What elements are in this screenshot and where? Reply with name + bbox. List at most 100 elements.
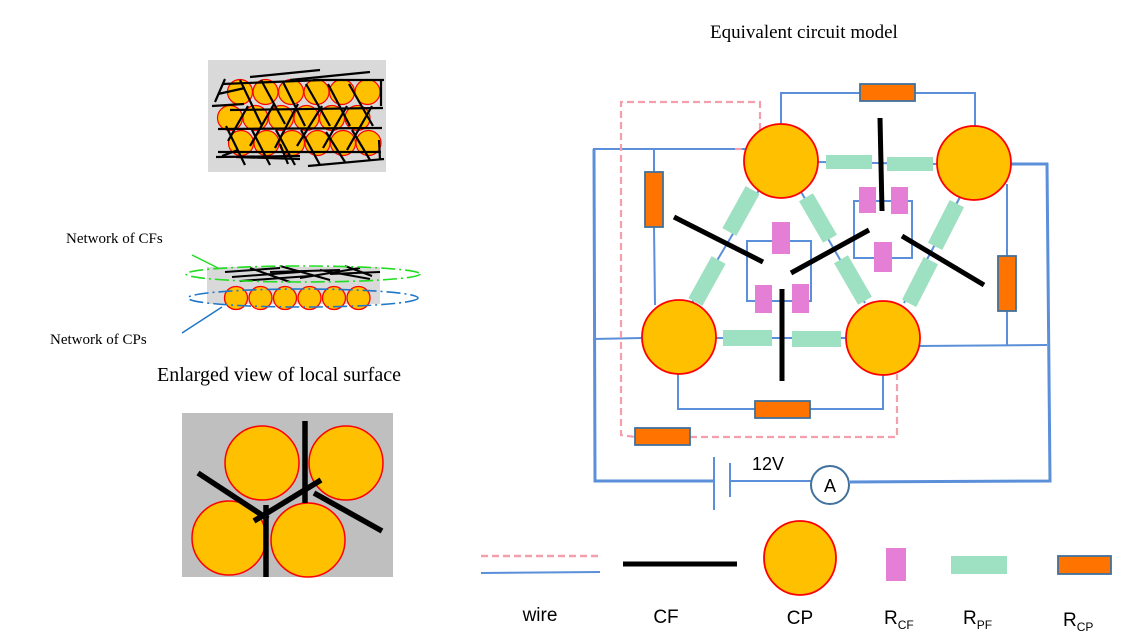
dashed-wire bbox=[619, 100, 762, 439]
cp-network-outline bbox=[187, 288, 419, 308]
rcf-resistor bbox=[874, 242, 892, 272]
legend-cp-icon bbox=[763, 520, 837, 596]
sample-fiber bbox=[348, 83, 374, 127]
enlarged-particle bbox=[308, 425, 384, 501]
wire bbox=[592, 148, 714, 483]
rcp-resistors bbox=[634, 83, 1017, 446]
rpf-resistor bbox=[688, 256, 726, 306]
voltage-label: 12V bbox=[752, 454, 784, 474]
rpf-resistor bbox=[799, 193, 837, 243]
cp-particle bbox=[641, 299, 717, 375]
rcp-resistor bbox=[634, 427, 691, 446]
enlarged-particle bbox=[224, 425, 300, 501]
sample-fiber bbox=[221, 78, 323, 86]
rcp-resistor bbox=[997, 255, 1017, 312]
circuit-title: Equivalent circuit model bbox=[710, 22, 898, 43]
rcp-resistor bbox=[859, 83, 916, 102]
sample-fiber bbox=[296, 105, 323, 147]
layer-fiber bbox=[239, 275, 311, 282]
layer-fiber bbox=[269, 269, 341, 273]
sample-fiber bbox=[351, 129, 371, 161]
sample-fiber bbox=[213, 78, 227, 103]
cf-network-pointer bbox=[191, 254, 219, 269]
sample-fiber bbox=[229, 106, 384, 112]
sample-fiber bbox=[211, 102, 245, 108]
layer-particle bbox=[297, 285, 322, 311]
rpf-resistor bbox=[722, 186, 760, 236]
sample-fiber bbox=[322, 105, 348, 149]
layer-particle bbox=[321, 285, 347, 311]
sample-fiber bbox=[225, 125, 246, 166]
wire bbox=[917, 344, 1048, 347]
layer-particle bbox=[223, 285, 249, 311]
legend-label-rcp: RCP bbox=[1063, 610, 1093, 634]
rpf-resistor bbox=[901, 256, 939, 308]
rcp-resistor bbox=[754, 400, 811, 419]
sample-particle bbox=[277, 78, 305, 106]
sample-fiber bbox=[327, 83, 351, 127]
rcf-resistor bbox=[755, 285, 772, 313]
wire bbox=[677, 374, 755, 410]
cp-particle bbox=[936, 125, 1012, 201]
sample-fiber bbox=[307, 157, 385, 168]
sample-fiber bbox=[274, 103, 299, 149]
rpf-resistor bbox=[887, 157, 933, 171]
sample-fiber bbox=[289, 70, 371, 82]
cf-network-fibers bbox=[224, 265, 381, 283]
rcf-resistor bbox=[859, 187, 876, 213]
layer-fiber bbox=[329, 271, 381, 275]
composite-sample-view bbox=[208, 60, 386, 172]
layer-particle bbox=[248, 285, 273, 311]
cp-network-label: Network of CPs bbox=[50, 332, 147, 348]
layer-particle bbox=[272, 285, 298, 311]
wire bbox=[653, 226, 656, 306]
rcp-resistor bbox=[644, 171, 664, 228]
cf-fiber bbox=[877, 117, 885, 212]
wire bbox=[780, 92, 860, 125]
legend-rpf-icon bbox=[951, 556, 1007, 574]
network-layers-view: Network of CFs Network of CPs Enlarged v… bbox=[50, 231, 421, 386]
legend: wire CF CP RCF RPF RCP bbox=[480, 520, 1112, 634]
cp-network-particles bbox=[223, 285, 371, 311]
sample-fiber bbox=[217, 126, 383, 131]
rpf-resistor bbox=[723, 330, 772, 346]
sample-fiber bbox=[221, 148, 239, 158]
legend-wire-icon bbox=[480, 571, 601, 574]
cp-particle bbox=[845, 300, 921, 376]
cf-fiber bbox=[789, 227, 871, 276]
cp-particle bbox=[743, 123, 819, 199]
sample-fiber bbox=[278, 143, 290, 165]
sample-fiber bbox=[235, 155, 301, 161]
legend-label-cf: CF bbox=[653, 607, 678, 628]
rpf-resistor bbox=[792, 331, 841, 347]
legend-label-wire: wire bbox=[522, 605, 558, 626]
cp-particles bbox=[641, 123, 1012, 376]
rpf-resistors bbox=[688, 155, 965, 347]
cf-fiber bbox=[672, 214, 765, 265]
layer-particle bbox=[346, 285, 371, 311]
sample-fiber bbox=[325, 131, 346, 163]
cf-fiber bbox=[900, 233, 986, 288]
sample-fiber bbox=[251, 129, 271, 166]
rcf-resistor bbox=[792, 284, 809, 313]
layer-fiber bbox=[249, 267, 291, 283]
sample-fiber bbox=[282, 81, 306, 127]
sample-fiber bbox=[305, 83, 331, 127]
sample-fiber bbox=[300, 129, 321, 166]
sample-fiber bbox=[275, 129, 296, 166]
legend-label-rpf: RPF bbox=[963, 608, 992, 632]
wire bbox=[592, 337, 643, 340]
legend-label-cp: CP bbox=[787, 608, 813, 629]
sample-fiber bbox=[217, 86, 246, 96]
sample-fibers bbox=[211, 68, 385, 168]
cf-network-outline bbox=[185, 265, 421, 283]
legend-label-rcf: RCF bbox=[884, 608, 914, 632]
wire bbox=[810, 374, 884, 410]
battery bbox=[713, 457, 731, 510]
cf-fibers bbox=[672, 117, 986, 381]
layer-fiber bbox=[279, 265, 331, 281]
wire bbox=[915, 92, 976, 127]
enlarged-view-caption: Enlarged view of local surface bbox=[157, 364, 401, 386]
sample-fiber bbox=[249, 103, 275, 147]
